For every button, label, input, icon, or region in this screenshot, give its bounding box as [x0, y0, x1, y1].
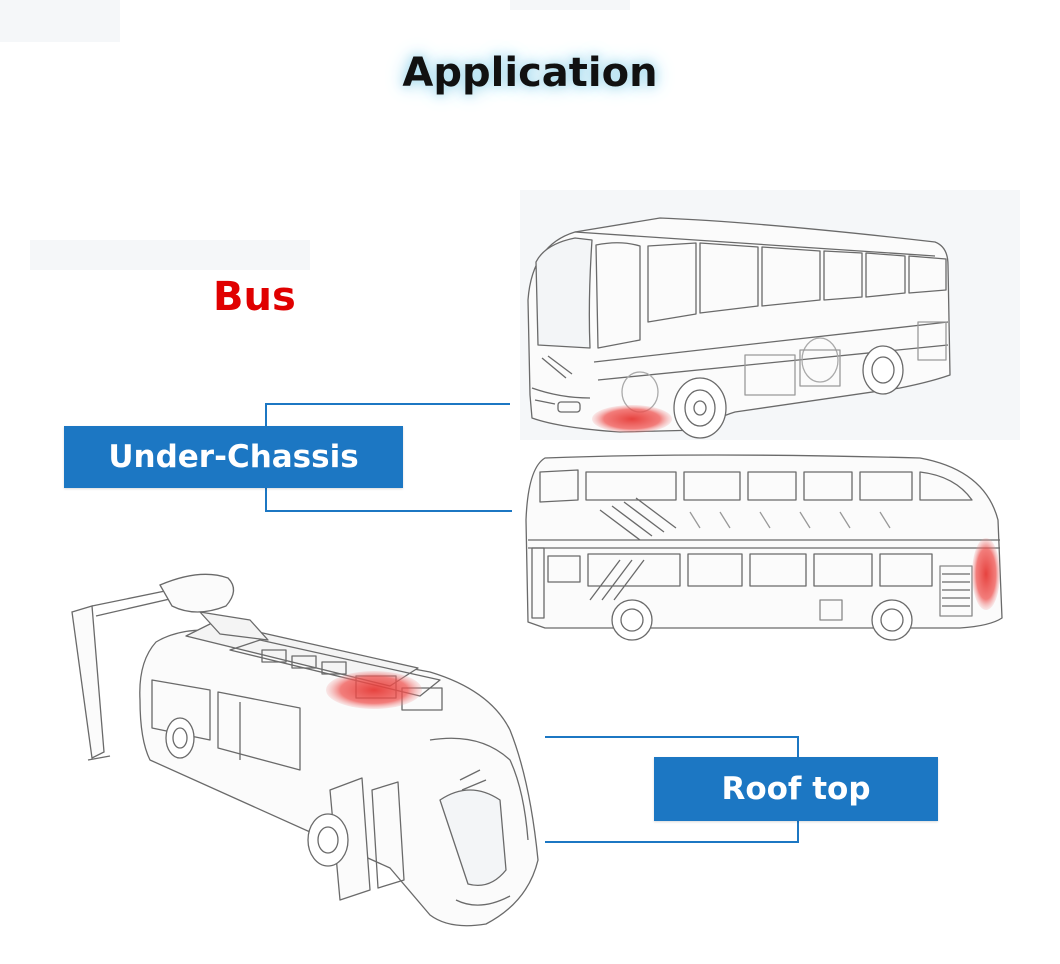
under-chassis-callout: Under-Chassis: [64, 426, 403, 488]
category-label: Bus: [213, 274, 296, 320]
page-title: Application: [402, 50, 658, 96]
charging-pole-icon: [71, 573, 235, 761]
electric-bus-charging-illustration: [139, 611, 539, 927]
under-chassis-hotspot-coach: [592, 405, 672, 433]
under-chassis-connector: [265, 403, 512, 512]
coach-bus-illustration: [527, 217, 951, 439]
roof-top-connector: [545, 736, 799, 843]
under-chassis-hotspot-double-decker: [972, 538, 1000, 610]
roof-top-callout: Roof top: [654, 757, 938, 821]
roof-top-hotspot: [326, 671, 422, 709]
double-decker-bus-illustration: [525, 454, 1003, 641]
